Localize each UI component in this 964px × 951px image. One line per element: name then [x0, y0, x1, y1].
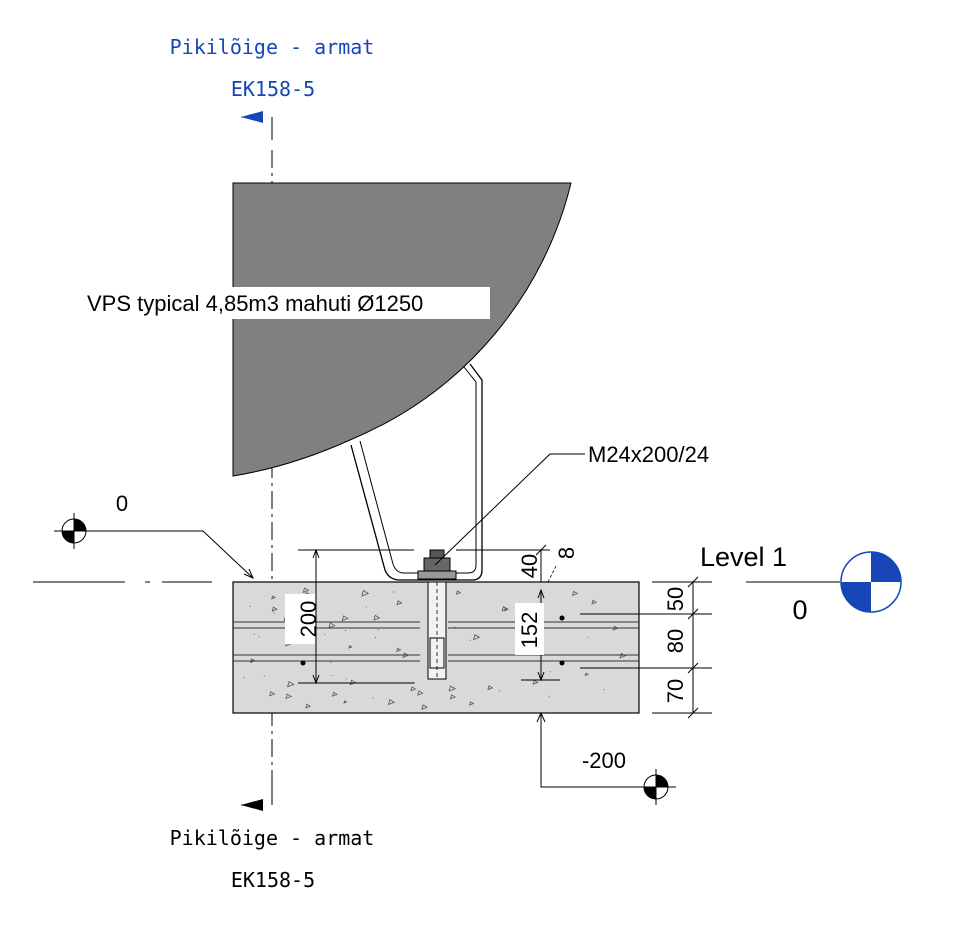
- aggregate-mark: [341, 615, 349, 622]
- level-name: Level 1: [700, 542, 787, 572]
- dim-cover-top-label: 50: [663, 587, 688, 611]
- aggregate-mark: [410, 686, 417, 692]
- aggregate-mark: [449, 694, 457, 700]
- aggregate-mark: [396, 647, 402, 653]
- aggregate-mark: [249, 605, 251, 608]
- aggregate-mark: [392, 591, 395, 593]
- aggregate-mark: [498, 690, 501, 692]
- aggregate-mark: [361, 589, 370, 597]
- aggregate-mark: [374, 636, 377, 639]
- aggregate-mark: [243, 676, 245, 679]
- aggregate-mark: [329, 661, 332, 663]
- aggregate-mark: [472, 634, 481, 641]
- aggregate-mark: [253, 633, 255, 635]
- aggregate-mark: [377, 628, 380, 631]
- section-arrow-icon-top: [241, 111, 263, 123]
- tank-label: VPS typical 4,85m3 mahuti Ø1250: [87, 291, 423, 316]
- spot-elevation-top-value: 0: [116, 491, 128, 516]
- aggregate-mark: [348, 645, 353, 649]
- level-value: 0: [792, 595, 807, 625]
- section-title-top: Pikilõige - armat: [170, 35, 375, 59]
- aggregate-mark: [548, 695, 550, 697]
- aggregate-mark: [271, 606, 278, 612]
- bolt-leader: [434, 453, 551, 566]
- aggregate-mark: [549, 671, 551, 673]
- aggregate-mark: [469, 639, 471, 641]
- aggregate-mark: [571, 590, 579, 597]
- section-ref-top: EK158-5: [231, 77, 315, 101]
- dim-plate-label: 8: [554, 547, 579, 559]
- dim-rebar-spacing-label: 80: [663, 629, 688, 653]
- aggregate-mark: [454, 626, 456, 628]
- aggregate-mark: [258, 636, 260, 638]
- spot-elevation-bottom-value: -200: [582, 748, 626, 773]
- aggregate-mark: [271, 595, 276, 600]
- aggregate-mark: [448, 685, 456, 692]
- aggregate-mark: [331, 674, 333, 677]
- anchor-bolt: [417, 549, 457, 580]
- saddle-support: [350, 363, 483, 581]
- aggregate-mark: [331, 691, 338, 697]
- aggregate-mark: [343, 700, 348, 704]
- aggregate-mark: [372, 697, 374, 699]
- section-ref-bottom: EK158-5: [231, 868, 315, 892]
- aggregate-mark: [532, 679, 539, 685]
- aggregate-mark: [387, 699, 396, 706]
- aggregate-mark: [469, 701, 475, 706]
- aggregate-mark: [365, 606, 367, 608]
- section-marker-bottom[interactable]: Pikilõige - armat EK158-5: [170, 780, 375, 892]
- aggregate-mark: [503, 607, 509, 612]
- bolt-label: M24x200/24: [588, 442, 709, 467]
- aggregate-mark: [324, 634, 326, 636]
- dim-bolt-projection: [456, 544, 560, 682]
- section-title-bottom: Pikilõige - armat: [170, 826, 375, 850]
- aggregate-mark: [285, 693, 293, 700]
- dim-bolt-embed-label: 152: [517, 612, 542, 649]
- aggregate-mark: [349, 679, 357, 686]
- section-marker-top[interactable]: Pikilõige - armat EK158-5: [170, 35, 375, 140]
- aggregate-mark: [345, 678, 348, 680]
- aggregate-mark: [373, 614, 381, 621]
- dim-chain-right: [580, 576, 712, 719]
- spot-elevation-top[interactable]: [54, 513, 254, 579]
- tank-label-bg: [84, 287, 490, 319]
- aggregate-mark: [421, 704, 428, 710]
- aggregate-mark: [396, 600, 403, 606]
- aggregate-mark: [305, 703, 312, 709]
- aggregate-mark: [328, 622, 336, 629]
- aggregate-mark: [455, 590, 462, 595]
- aggregate-mark: [302, 587, 310, 594]
- dim-slab-height-label: 200: [296, 601, 321, 638]
- spot-elevation-bottom[interactable]: [536, 711, 676, 805]
- embedded-anchor: [427, 581, 447, 680]
- section-arrow-icon-bottom: [241, 799, 263, 811]
- aggregate-mark: [584, 672, 589, 677]
- aggregate-mark: [417, 690, 424, 696]
- aggregate-mark: [591, 599, 598, 605]
- aggregate-mark: [273, 612, 275, 614]
- aggregate-mark: [263, 675, 265, 677]
- level-marker[interactable]: [840, 551, 902, 613]
- aggregate-mark: [287, 680, 295, 688]
- aggregate-mark: [344, 630, 347, 632]
- tank-shell: [232, 182, 572, 477]
- dim-slab-height: [285, 548, 414, 685]
- aggregate-mark: [587, 636, 589, 638]
- dim-cover-bottom-label: 70: [663, 679, 688, 703]
- aggregate-mark: [487, 685, 494, 691]
- aggregate-mark: [603, 689, 605, 691]
- aggregate-mark: [269, 691, 276, 697]
- dim-bolt-projection-label: 40: [517, 554, 542, 578]
